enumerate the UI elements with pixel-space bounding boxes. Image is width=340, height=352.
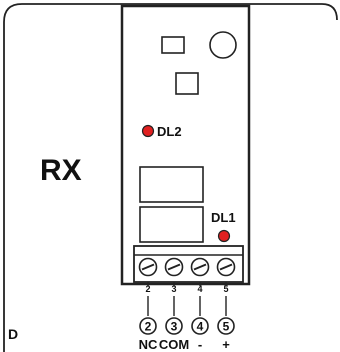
- terminal-function-label-4: -: [198, 337, 202, 352]
- terminal-function-label-2: NC: [139, 337, 158, 352]
- component-circle: [209, 31, 237, 59]
- panel-letter: D: [8, 326, 18, 342]
- terminal-callout-circle-3: [165, 317, 183, 335]
- component-square-middle: [175, 72, 199, 95]
- terminal-pcb-number-5: 5: [223, 284, 228, 294]
- led-dl1: [217, 229, 231, 243]
- terminal-callout-number-4: 4: [197, 320, 204, 334]
- led-dl2: [141, 124, 155, 138]
- terminal-callout-circle-2: [139, 317, 157, 335]
- relay-block-lower: [139, 206, 204, 243]
- component-square-top: [161, 36, 185, 54]
- panel-border: [3, 3, 338, 352]
- relay-block-upper: [139, 166, 204, 203]
- terminal-pcb-number-4: 4: [197, 284, 202, 294]
- terminal-callout-number-2: 2: [145, 320, 152, 334]
- terminal-callout-circle-5: [217, 317, 235, 335]
- terminal-callout-number-5: 5: [223, 320, 230, 334]
- terminal-screw-slot-5: [219, 263, 233, 271]
- led-dl1-label: DL1: [211, 210, 236, 225]
- terminal-screw-slot-3: [167, 263, 181, 271]
- terminal-callout-number-3: 3: [171, 320, 178, 334]
- terminal-function-label-3: COM: [159, 337, 189, 352]
- terminal-pcb-number-2: 2: [145, 284, 150, 294]
- terminal-callout-circle-4: [191, 317, 209, 335]
- terminal-screw-slot-2: [141, 263, 155, 271]
- terminal-screw-slot-4: [193, 263, 207, 271]
- terminal-function-label-5: +: [222, 337, 230, 352]
- led-dl2-label: DL2: [157, 124, 182, 139]
- terminal-pcb-number-3: 3: [171, 284, 176, 294]
- device-label: RX: [40, 154, 82, 187]
